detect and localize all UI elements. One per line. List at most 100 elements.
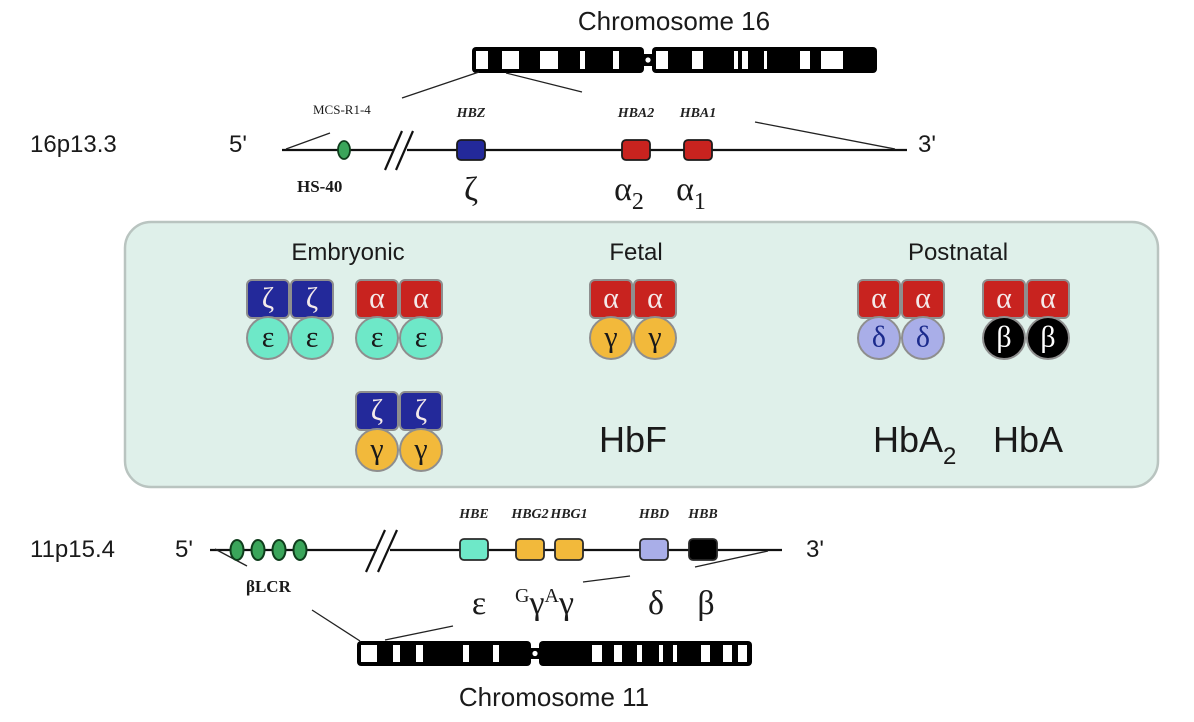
chromosome-band — [493, 645, 499, 662]
subunit-bottom-symbol: ε — [262, 321, 275, 354]
subunit-top-symbol: α — [369, 282, 385, 315]
stage-title-embryonic: Embryonic — [291, 239, 404, 266]
subunit-bottom-icon — [399, 428, 443, 472]
chromosome-band — [580, 51, 585, 69]
beta-lcr-elements — [229, 539, 308, 561]
chromosome-band — [800, 51, 810, 69]
greek-letter: ζ — [464, 171, 478, 208]
lcr-hypersensitive-site-icon — [292, 539, 308, 561]
gamma-letter: γ — [558, 585, 574, 622]
chromosome11-title: Chromosome 11 — [459, 682, 649, 712]
chr11-wedge-right — [694, 550, 769, 568]
subunit-top-symbol: ζ — [415, 394, 427, 427]
chr16-wedge-right — [754, 121, 896, 150]
subunit-bottom-icon — [857, 316, 901, 360]
greek-subscript: 2 — [632, 189, 644, 215]
lcr-hypersensitive-site-icon — [250, 539, 266, 561]
chr16-locus: 16p13.3 — [30, 131, 117, 158]
chr16-five-prime: 5' — [229, 131, 247, 158]
hs40-element-icon — [337, 140, 351, 160]
chromosome-band — [463, 645, 469, 662]
chr11-zoom-line-left — [311, 609, 361, 642]
globin-chain-symbol: ζ — [464, 171, 478, 208]
greek-letter: α — [676, 171, 694, 208]
chromosome-band — [764, 51, 767, 69]
chromosome-band — [701, 645, 710, 662]
globin-chain-symbol: α1 — [676, 171, 706, 215]
gene-box-icon — [459, 538, 489, 561]
hemoglobin-name-hba: HbA — [993, 419, 1063, 460]
chr16-wedge-left — [285, 132, 331, 150]
chromosome-band — [614, 645, 622, 662]
chromosome-band — [656, 51, 668, 69]
subunit-top-symbol: α — [647, 282, 663, 315]
chromosome-band — [393, 645, 400, 662]
subunit-top-symbol: α — [996, 282, 1012, 315]
gene-symbol: HBB — [687, 507, 718, 522]
subunit-bottom-icon — [355, 316, 399, 360]
gene-symbol: HBD — [638, 507, 669, 522]
chain-beta: β — [697, 585, 714, 622]
greek-subscript: 1 — [694, 189, 706, 215]
subunit-top-symbol: α — [871, 282, 887, 315]
subunit-bottom-icon — [982, 316, 1026, 360]
chr11-locus: 11p15.4 — [30, 536, 115, 563]
subunit-bottom-symbol: ε — [371, 321, 384, 354]
chromosome11-ideogram — [357, 641, 752, 666]
gene-box-icon — [456, 139, 486, 161]
subunit-bottom-icon — [1026, 316, 1070, 360]
mcs-label: MCS-R1-4 — [313, 102, 371, 117]
hba2-subscript: 2 — [943, 443, 956, 470]
chromosome-band — [821, 51, 843, 69]
gene-symbol: HBG2 — [510, 507, 548, 522]
subunit-bottom-icon — [355, 428, 399, 472]
gene-hbb: HBB — [687, 507, 718, 561]
chromosome-band — [738, 645, 747, 662]
gene-hbe: HBE — [458, 507, 489, 561]
lcr-hypersensitive-site-icon — [229, 539, 245, 561]
subunit-bottom-symbol: δ — [872, 321, 886, 354]
chr11-break-mark-1 — [364, 529, 387, 573]
subunit-top-symbol: ζ — [371, 394, 383, 427]
gamma-g-prefix: G — [515, 585, 529, 607]
gene-box-icon — [683, 139, 713, 161]
subunit-top-symbol: α — [413, 282, 429, 315]
gene-symbol: HBG1 — [549, 507, 587, 522]
gamma-a-prefix: A — [544, 585, 559, 607]
chromosome-band — [540, 51, 558, 69]
chain-delta: δ — [648, 585, 664, 622]
beta-lcr-label: βLCR — [246, 577, 292, 596]
subunit-bottom-icon — [290, 316, 334, 360]
chromosome-band — [734, 51, 738, 69]
subunit-bottom-symbol: γ — [369, 433, 383, 466]
subunit-bottom-icon — [901, 316, 945, 360]
gene-symbol: HBE — [458, 507, 489, 522]
gene-symbol: HBZ — [456, 106, 486, 121]
chromosome-band — [637, 645, 642, 662]
chr11-break-mark-2 — [376, 529, 399, 573]
subunit-top-symbol: α — [915, 282, 931, 315]
chain-gamma-pair: GγAγ — [515, 585, 574, 622]
gene-hbg2: HBG2 — [510, 507, 549, 561]
subunit-top-symbol: α — [1040, 282, 1056, 315]
gene-box-icon — [554, 538, 584, 561]
chromosome-p-arm — [357, 641, 531, 666]
subunit-top-symbol: α — [603, 282, 619, 315]
chromosome16-title: Chromosome 16 — [578, 6, 770, 36]
chromosome-band — [613, 51, 619, 69]
hemoglobin-name-hba2: HbA2 — [873, 419, 956, 470]
gamma-letter: γ — [528, 585, 544, 622]
chr16-zoom-line-left — [401, 71, 480, 99]
chromosome-band — [723, 645, 732, 662]
subunit-bottom-icon — [246, 316, 290, 360]
chromosome-q-arm — [539, 641, 752, 666]
